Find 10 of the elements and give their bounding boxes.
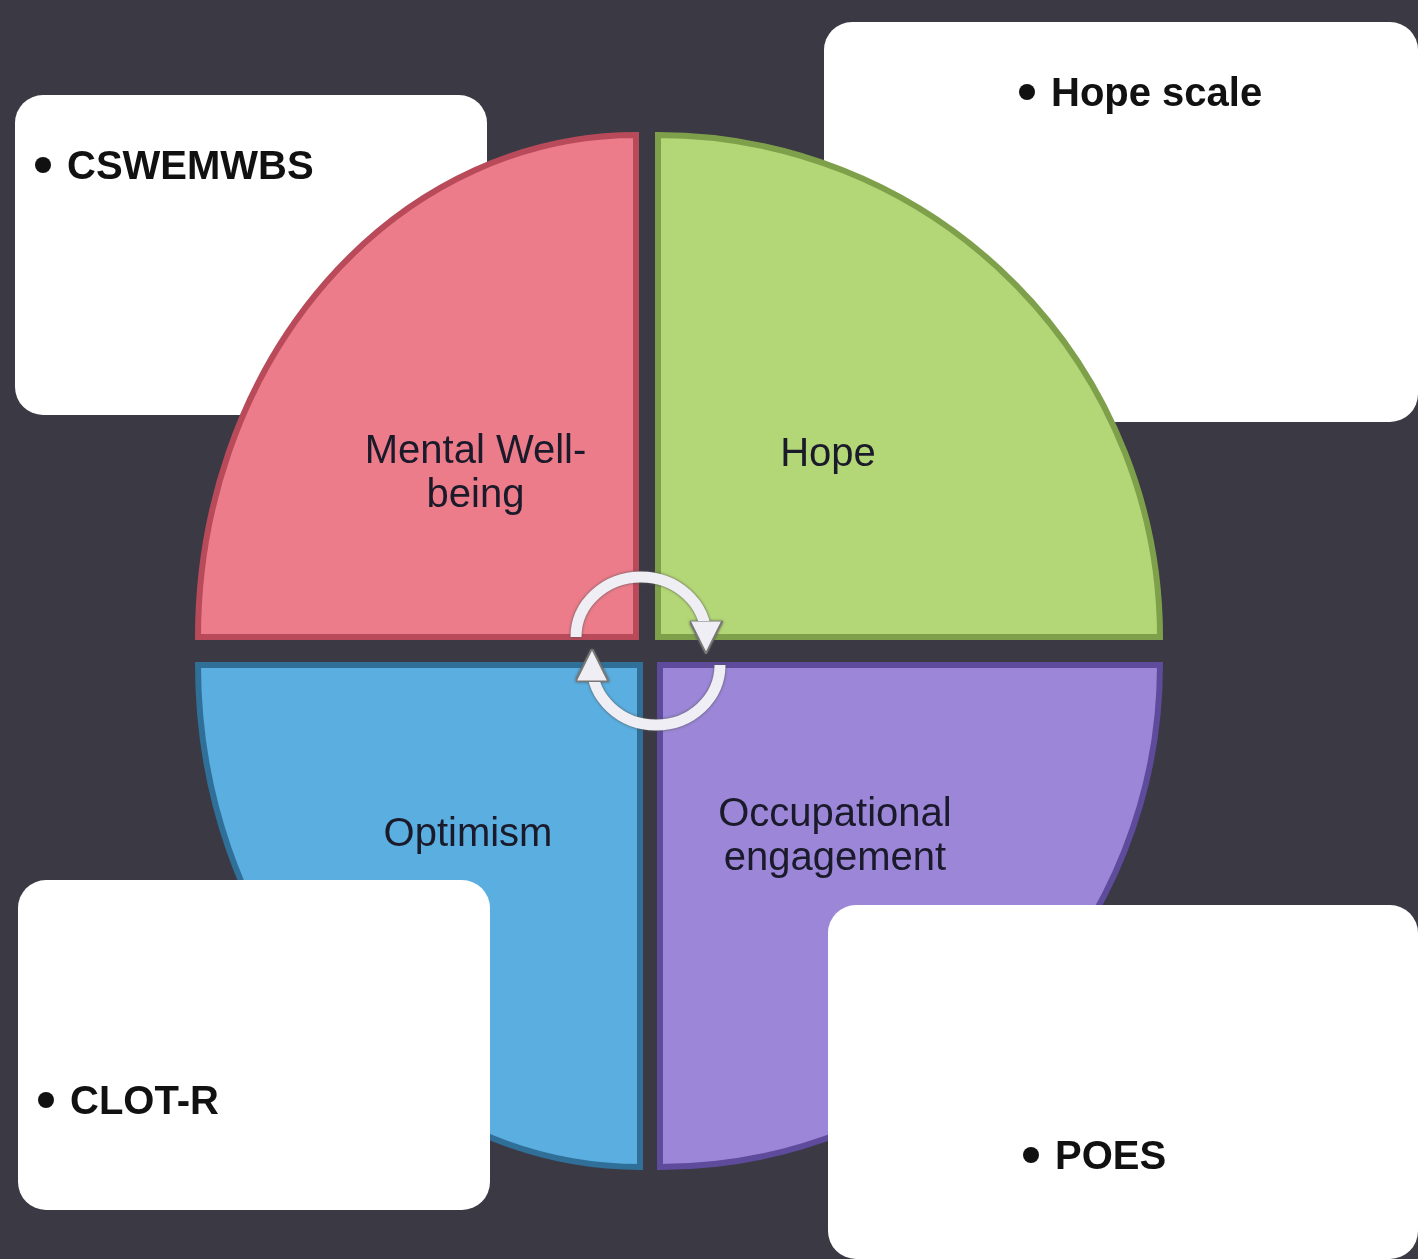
text-card [18,880,490,1210]
measure-label: Hope scale [1051,69,1263,116]
measure-label: POES [1055,1132,1167,1179]
quadrant-label: Occupational engagement [717,790,953,878]
quadrant-label: Mental Well-being [363,427,588,515]
quadrant-label: Hope [779,430,877,474]
text-card [828,905,1418,1259]
measure-label: CSWEMWBS [67,142,314,189]
quadrant-label: Optimism [382,810,554,854]
measure-label: CLOT-R [70,1077,219,1124]
